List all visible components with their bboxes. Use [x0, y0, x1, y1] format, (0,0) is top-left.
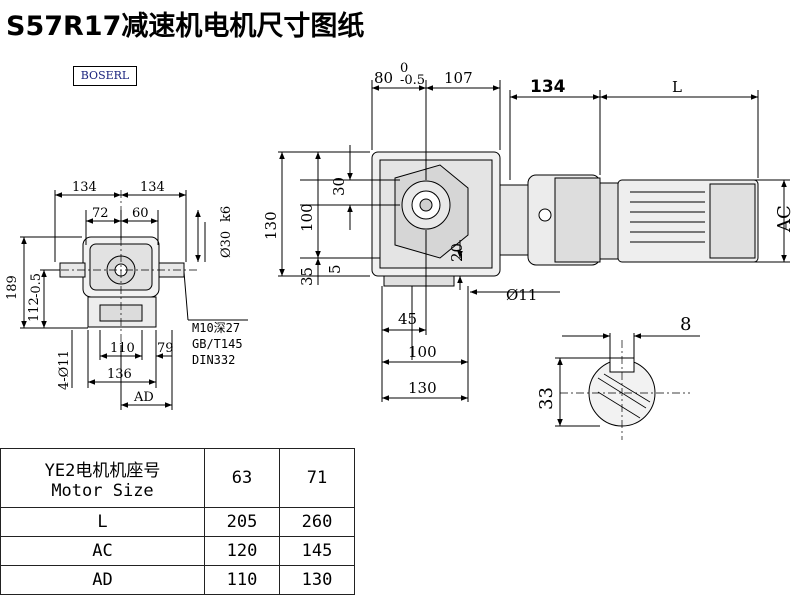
- table-cell: 110: [204, 565, 280, 595]
- note-thread: M10深27: [192, 321, 240, 335]
- dim-134-right: 134: [140, 180, 165, 195]
- table-cell: 145: [279, 536, 355, 566]
- main-view-labels: 80 0 -0.5 107 134 L 130 100 30 35 5 20 Ø…: [262, 61, 795, 397]
- dim-AC: AC: [774, 205, 795, 233]
- table-cell: 205: [204, 507, 280, 537]
- table-header-size-71: 71: [279, 448, 355, 508]
- note-standard-gb: GB/T145: [192, 337, 243, 351]
- dim-112: 112: [27, 297, 42, 322]
- dim-79: 79: [157, 341, 174, 356]
- table-row-label: AC: [0, 536, 205, 566]
- dim-35: 35: [298, 267, 316, 286]
- table-cell: 120: [204, 536, 280, 566]
- dim-134-top: 134: [530, 77, 566, 97]
- dim-mount-holes: 4-Ø11: [57, 350, 72, 390]
- table-header-line1: YE2电机机座号: [44, 460, 161, 481]
- table-row-label: L: [0, 507, 205, 537]
- dim-112-tolerance: -0.5: [29, 273, 44, 298]
- table-cell: 260: [279, 507, 355, 537]
- keyway-labels: 8 33: [536, 314, 691, 410]
- dim-189: 189: [5, 275, 20, 300]
- dim-100-height: 100: [298, 203, 316, 232]
- dim-AD: AD: [133, 390, 154, 405]
- dim-130-base: 130: [408, 379, 437, 397]
- brand-logo: BOSERL: [73, 66, 137, 86]
- motor-size-table: YE2电机机座号 Motor Size 63 71 L 205 260 AC 1…: [0, 448, 355, 595]
- dim-key-height: 33: [536, 387, 557, 410]
- dim-100-base: 100: [408, 343, 437, 361]
- dim-80: 80: [374, 69, 393, 87]
- main-side-view: [278, 80, 790, 402]
- dim-45: 45: [398, 310, 417, 328]
- left-view-labels: 134 134 72 60 Ø30 k6 189 112 -0.5 4-Ø11 …: [5, 180, 243, 405]
- table-header-line2: Motor Size: [51, 480, 154, 501]
- dim-shaft-diameter: Ø30: [219, 231, 234, 258]
- dim-110: 110: [110, 341, 135, 356]
- note-standard-din: DIN332: [192, 353, 235, 367]
- dim-5: 5: [326, 264, 344, 274]
- dim-hole-11: Ø11: [506, 286, 537, 304]
- dim-107: 107: [444, 69, 473, 87]
- left-end-view: [20, 190, 248, 410]
- table-row-label: AD: [0, 565, 205, 595]
- table-header-size-63: 63: [204, 448, 280, 508]
- dim-80-upper-tol: 0: [400, 61, 408, 76]
- dim-60: 60: [132, 206, 149, 221]
- keyway-section: [555, 333, 700, 440]
- dim-130-height: 130: [262, 211, 280, 240]
- dim-136: 136: [107, 367, 132, 382]
- dim-20: 20: [448, 243, 466, 262]
- table-header-label: YE2电机机座号 Motor Size: [0, 448, 205, 508]
- dim-80-lower-tol: -0.5: [400, 73, 425, 88]
- dim-L: L: [672, 78, 682, 96]
- dim-key-width: 8: [680, 314, 691, 335]
- dim-72: 72: [92, 206, 109, 221]
- dimension-drawing: 134 134 72 60 Ø30 k6 189 112 -0.5 4-Ø11 …: [5, 61, 795, 440]
- dim-30: 30: [330, 177, 348, 196]
- page-title: S57R17减速机电机尺寸图纸: [6, 11, 365, 42]
- dim-134-left: 134: [72, 180, 97, 195]
- dim-shaft-tolerance: k6: [219, 206, 234, 222]
- table-cell: 130: [279, 565, 355, 595]
